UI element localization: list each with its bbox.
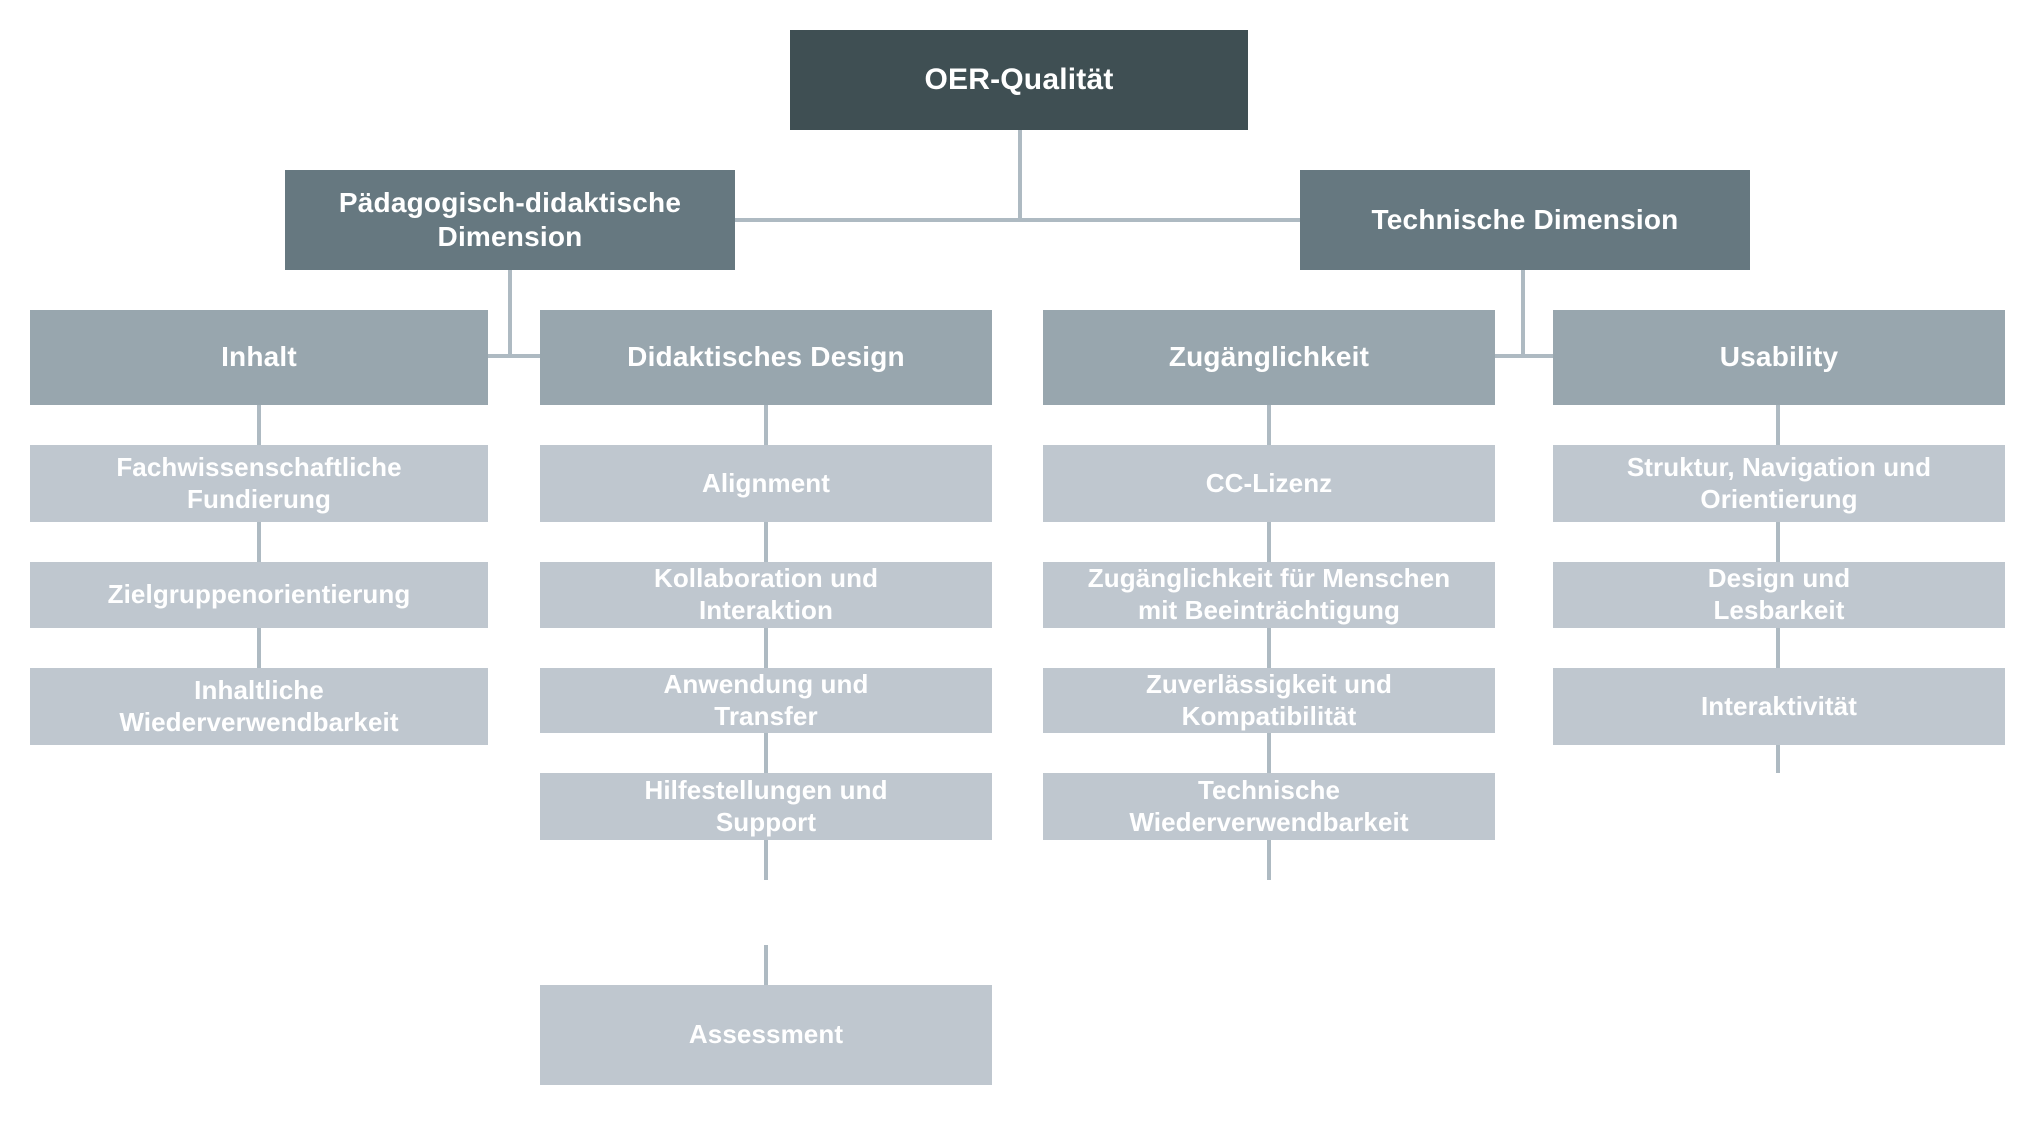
node-label: Technische Dimension [1371, 203, 1679, 235]
connector-col2-4 [764, 733, 768, 773]
node-label: Zugänglichkeit für Menschen mit Beeinträ… [1087, 563, 1451, 625]
connector-col3-3 [1267, 628, 1271, 668]
connector-col1-2 [257, 522, 261, 562]
node-label: Pädagogisch-didaktische Dimension [338, 186, 682, 252]
node-technische-dimension[interactable]: Technische Dimension [1300, 170, 1750, 270]
connector-col2-2 [764, 522, 768, 562]
connector-root-vertical [1018, 130, 1022, 222]
node-design-und-lesbarkeit[interactable]: Design und Lesbarkeit [1553, 562, 2005, 628]
connector-col2-3 [764, 628, 768, 668]
connector-col1-3 [257, 628, 261, 668]
node-label: Struktur, Navigation und Orientierung [1626, 451, 1932, 514]
node-label: Interaktivität [1700, 690, 1857, 721]
node-label: Zielgruppenorientierung [107, 579, 411, 610]
node-inhaltliche-wiederverwendbarkeit[interactable]: Inhaltliche Wiederverwendbarkeit [30, 668, 488, 745]
node-label: Inhalt [221, 341, 297, 373]
node-label: Hilfestellungen und Support [644, 774, 888, 837]
connector-col3-5 [1267, 840, 1271, 880]
connector-col4-3 [1776, 628, 1780, 668]
connector-dim-right-vertical [1521, 270, 1525, 358]
node-label: Design und Lesbarkeit [1707, 563, 1851, 625]
node-label: Technische Wiederverwendbarkeit [1129, 774, 1409, 837]
node-label: OER-Qualität [924, 62, 1114, 96]
connector-dim-right-horizontal [1495, 354, 1553, 358]
connector-dim-left-horizontal [488, 354, 542, 358]
node-alignment[interactable]: Alignment [540, 445, 992, 522]
node-label: Assessment [688, 1019, 844, 1050]
connector-col3-2 [1267, 522, 1271, 562]
connector-col2-5 [764, 840, 768, 880]
node-usability[interactable]: Usability [1553, 310, 2005, 405]
node-interaktivitaet[interactable]: Interaktivität [1553, 668, 2005, 745]
connector-dim-left-vertical [508, 270, 512, 358]
node-label: Anwendung und Transfer [663, 668, 869, 731]
node-oer-qualitaet[interactable]: OER-Qualität [790, 30, 1248, 130]
node-label: Kollaboration und Interaktion [653, 563, 879, 625]
node-technische-wiederverwendbarkeit[interactable]: Technische Wiederverwendbarkeit [1043, 773, 1495, 840]
connector-col2-1 [764, 405, 768, 445]
node-fachwissenschaftliche-fundierung[interactable]: Fachwissenschaftliche Fundierung [30, 445, 488, 522]
connector-dimensions-horizontal [735, 218, 1300, 222]
connector-col3-1 [1267, 405, 1271, 445]
node-zielgruppenorientierung[interactable]: Zielgruppenorientierung [30, 562, 488, 628]
node-hilfestellungen-und-support[interactable]: Hilfestellungen und Support [540, 773, 992, 840]
node-label: Zugänglichkeit [1168, 341, 1370, 373]
node-label: CC-Lizenz [1205, 467, 1333, 498]
node-label: Alignment [701, 467, 830, 498]
connector-col2-6 [764, 945, 768, 985]
node-cc-lizenz[interactable]: CC-Lizenz [1043, 445, 1495, 522]
node-didaktisches-design[interactable]: Didaktisches Design [540, 310, 992, 405]
node-label: Fachwissenschaftliche Fundierung [116, 451, 402, 514]
node-zuverlaessigkeit-und-kompatibilitaet[interactable]: Zuverlässigkeit und Kompatibilität [1043, 668, 1495, 733]
connector-col4-4 [1776, 733, 1780, 773]
connector-col1-1 [257, 405, 261, 445]
node-struktur-navigation-und-orientierung[interactable]: Struktur, Navigation und Orientierung [1553, 445, 2005, 522]
connector-col4-2 [1776, 522, 1780, 562]
connector-col3-4 [1267, 733, 1271, 773]
connector-col4-1 [1776, 405, 1780, 445]
node-paedagogisch-didaktische-dimension[interactable]: Pädagogisch-didaktische Dimension [285, 170, 735, 270]
node-assessment[interactable]: Assessment [540, 985, 992, 1085]
node-inhalt[interactable]: Inhalt [30, 310, 488, 405]
node-anwendung-und-transfer[interactable]: Anwendung und Transfer [540, 668, 992, 733]
node-label: Didaktisches Design [627, 341, 905, 373]
node-zugaenglichkeit-fuer-menschen-mit-beeintraechtigung[interactable]: Zugänglichkeit für Menschen mit Beeinträ… [1043, 562, 1495, 628]
node-label: Inhaltliche Wiederverwendbarkeit [119, 674, 399, 737]
node-kollaboration-und-interaktion[interactable]: Kollaboration und Interaktion [540, 562, 992, 628]
node-zugaenglichkeit[interactable]: Zugänglichkeit [1043, 310, 1495, 405]
node-label: Zuverlässigkeit und Kompatibilität [1145, 668, 1393, 731]
node-label: Usability [1719, 341, 1839, 373]
